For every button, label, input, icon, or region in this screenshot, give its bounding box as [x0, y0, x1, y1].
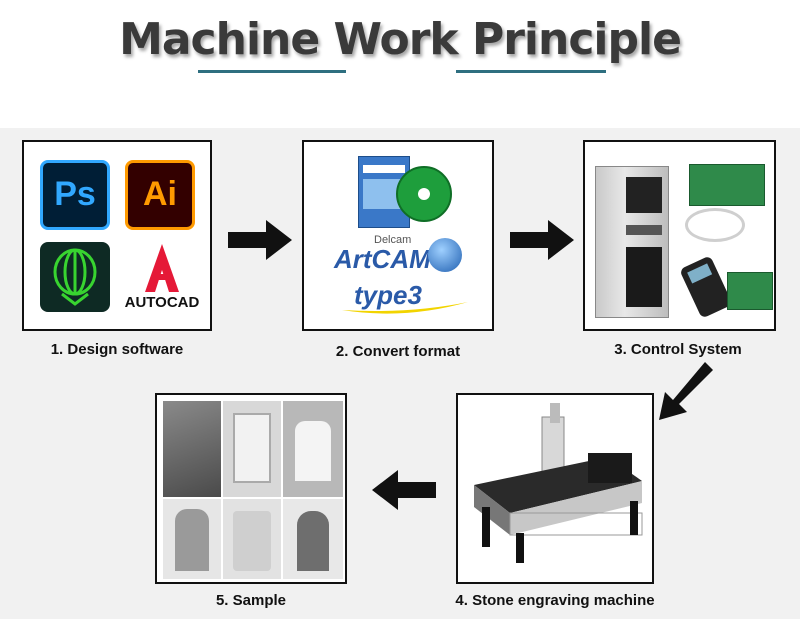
autocad-label: AUTOCAD — [124, 294, 200, 311]
title-underline-left — [198, 70, 346, 73]
control-cabinet-image — [595, 166, 669, 318]
sample-photo-4 — [163, 499, 221, 579]
step-2-convert-format-box: Delcam ArtCAM type3 — [302, 140, 494, 331]
sample-photo-3 — [283, 401, 343, 497]
handheld-controller-image — [679, 255, 733, 319]
step-2-caption: 2. Convert format — [335, 343, 461, 360]
software-disc-image — [396, 166, 452, 222]
artcam-globe-icon — [428, 238, 462, 272]
sample-photo-5 — [223, 499, 281, 579]
cable-image — [685, 208, 745, 242]
sample-photo-1 — [163, 401, 221, 497]
sample-photo-6 — [283, 499, 343, 579]
controller-card-image — [689, 164, 765, 206]
step-4-engraving-machine-box — [456, 393, 654, 584]
illustrator-label: Ai — [143, 175, 177, 213]
arrow-right-icon — [510, 220, 574, 260]
arrow-right-icon — [228, 220, 292, 260]
step-4-caption: 4. Stone engraving machine — [455, 592, 655, 609]
delcam-label: Delcam — [374, 234, 412, 246]
autocad-a-logo-icon — [145, 244, 179, 292]
step-5-sample-box — [155, 393, 347, 584]
arrow-left-icon — [372, 470, 436, 510]
step-1-caption: 1. Design software — [50, 341, 184, 358]
engraving-machine-image — [474, 403, 643, 563]
coreldraw-balloon-icon — [53, 248, 97, 306]
step-1-design-software-box: Ps Ai AUTOCAD — [22, 140, 212, 331]
sample-photo-2 — [223, 401, 281, 497]
page-title: Machine Work Principle — [119, 14, 682, 65]
photoshop-label: Ps — [54, 175, 96, 213]
arrow-down-left-icon — [659, 362, 713, 420]
type3-label: type3 — [354, 280, 422, 310]
step-3-caption: 3. Control System — [614, 341, 742, 358]
type3-logo: type3 — [340, 280, 470, 318]
step-3-control-system-box — [583, 140, 776, 331]
artcam-logo: ArtCAM — [334, 244, 431, 274]
type3-swoosh-icon — [342, 302, 468, 314]
interface-board-image — [727, 272, 773, 310]
step-5-caption: 5. Sample — [215, 592, 287, 609]
autocad-icon: AUTOCAD — [125, 240, 199, 316]
illustrator-icon: Ai — [125, 160, 195, 230]
title-underline-right — [456, 70, 606, 73]
photoshop-icon: Ps — [40, 160, 110, 230]
coreldraw-icon — [40, 242, 110, 312]
